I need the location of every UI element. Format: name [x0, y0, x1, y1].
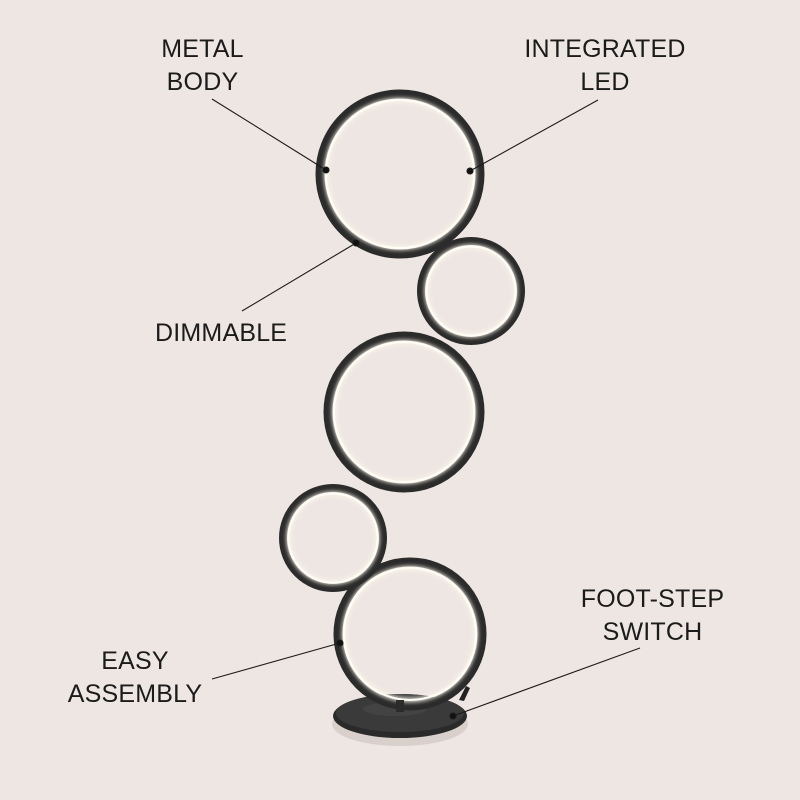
- callout-dot-dimmable: [352, 239, 360, 247]
- label-dimmable: DIMMABLE: [155, 317, 310, 350]
- label-metal-body-line2: BODY: [166, 68, 239, 96]
- label-dimmable-line1: DIMMABLE: [155, 319, 288, 347]
- callout-line-foot-step-switch: [452, 647, 641, 717]
- label-integrated-led-line1: INTEGRATED: [524, 35, 686, 63]
- label-foot-step-switch-line2: SWITCH: [602, 618, 703, 646]
- label-metal-body: METAL BODY: [135, 33, 270, 99]
- lamp-ring-top: [315, 89, 485, 259]
- lamp-ring-bottom: [333, 557, 487, 711]
- label-easy-assembly-line2: ASSEMBLY: [67, 680, 203, 708]
- lamp-ring-middle: [323, 331, 485, 493]
- callout-dot-integrated-led: [466, 167, 474, 175]
- label-easy-assembly: EASY ASSEMBLY: [55, 645, 215, 711]
- label-foot-step-switch-line1: FOOT-STEP: [580, 585, 725, 613]
- callout-line-integrated-led: [469, 99, 599, 172]
- callout-dot-metal-body: [322, 166, 330, 174]
- label-foot-step-switch: FOOT-STEP SWITCH: [565, 583, 740, 649]
- callout-dot-easy-assembly: [336, 639, 344, 647]
- lamp-ring-small-upper: [417, 237, 525, 345]
- callout-line-easy-assembly: [211, 642, 341, 680]
- label-integrated-led: INTEGRATED LED: [510, 33, 700, 99]
- label-metal-body-line1: METAL: [161, 35, 244, 63]
- callout-line-dimmable: [241, 242, 357, 312]
- label-integrated-led-line2: LED: [580, 68, 630, 96]
- callout-dot-foot-step-switch: [449, 712, 457, 720]
- callout-line-metal-body: [211, 98, 327, 171]
- label-easy-assembly-line1: EASY: [101, 647, 169, 675]
- lamp-ring-small-lower: [279, 484, 387, 592]
- lamp-post: [396, 700, 404, 712]
- foot-switch: [459, 686, 470, 701]
